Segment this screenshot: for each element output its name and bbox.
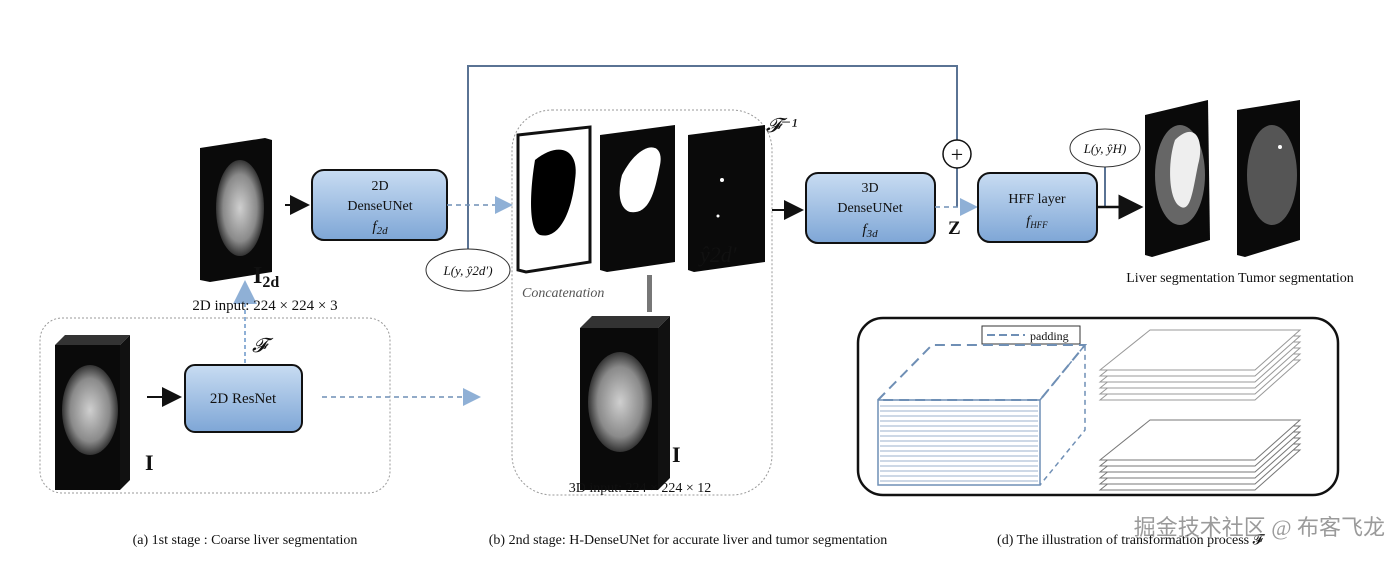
ct-volume-input [55,335,130,490]
padded-volume [875,342,1088,486]
concatenation-label: Concatenation [522,286,604,301]
loss-h: L(y, ŷH) [1069,128,1141,168]
svg-text:3D: 3D [861,181,878,196]
slice-stack-top [1098,329,1302,401]
svg-text:DenseUNet: DenseUNet [837,201,902,216]
svg-text:padding: padding [1030,329,1069,343]
caption-stage1: (a) 1st stage : Coarse liver segmentatio… [133,533,358,548]
z-label: Z [948,218,961,239]
svg-text:fHFF: fHFF [1026,214,1048,230]
densenet-3d-box[interactable]: 3D DenseUNet f3d [805,172,936,244]
illustration-box [856,316,1340,497]
input-3d-dims: 3D input: 224 × 224 × 12 [569,481,712,496]
i2d-label: I2d [253,263,279,291]
stage2-box [511,109,773,496]
liver-segmentation-output [1145,100,1210,257]
loss-2d: L(y, ŷ2d′) [425,248,511,292]
liver-mask-slice [516,125,592,274]
outputs-label: Liver segmentation Tumor segmentation [1126,271,1353,286]
input-3d-label: I [672,442,681,467]
yhat-2d-label: ŷ2d′ [698,242,738,267]
tumor-segmentation-output [1237,100,1300,257]
hff-layer-box[interactable]: HFF layer fHFF [977,172,1098,243]
svg-text:L(y, ŷ2d′): L(y, ŷ2d′) [442,263,492,278]
skip-connection [467,65,958,250]
padding-legend: padding [981,325,1081,345]
stage1-box [39,317,391,494]
svg-text:HFF layer: HFF layer [1008,192,1066,207]
slice-plane [1098,329,1302,371]
plus-node: + [942,139,972,169]
input-label: I [145,450,154,475]
concat-bar [647,275,652,312]
liver-prob-slice [600,125,675,272]
resnet-2d-box[interactable]: 2D ResNet [184,364,303,433]
input-2d-dims: 2D input: 224 × 224 × 3 [192,298,337,314]
ct-volume-3d [580,316,670,490]
slice-plane [1098,419,1302,461]
inverse-transform-label: 𝓕⁻¹ [766,115,797,137]
svg-text:f3d: f3d [862,222,878,240]
svg-text:DenseUNet: DenseUNet [347,199,412,214]
ct-slice-2d [200,138,272,282]
svg-text:2D ResNet: 2D ResNet [210,391,277,407]
caption-stage2: (b) 2nd stage: H-DenseUNet for accurate … [489,533,887,548]
svg-text:2D: 2D [371,179,388,194]
transform-label: 𝓕 [252,335,274,357]
svg-text:+: + [951,142,963,167]
caption-illustration: (d) The illustration of transformation p… [997,533,1266,548]
densenet-2d-box[interactable]: 2D DenseUNet f2d [311,169,448,241]
slice-stack-bottom [1098,419,1302,491]
svg-text:f2d: f2d [372,219,388,237]
tumor-prob-slice [688,125,765,272]
watermark: 掘金技术社区 @ 布客飞龙 [1134,515,1385,540]
svg-text:L(y, ŷH): L(y, ŷH) [1083,141,1127,156]
